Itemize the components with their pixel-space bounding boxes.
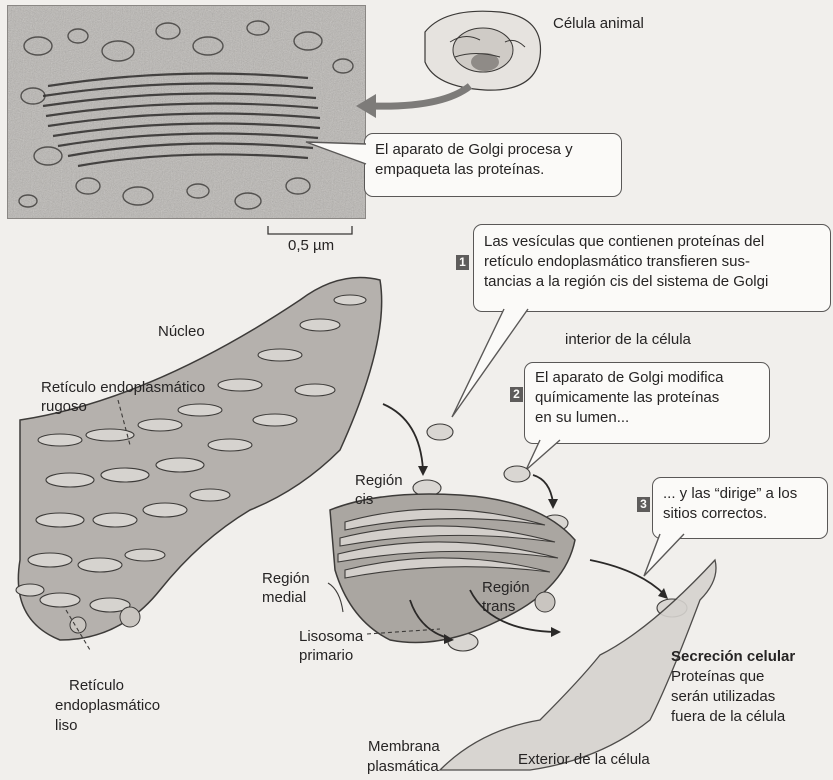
secretion-line1: Proteínas que [671, 667, 764, 686]
golgi-bubble-line1: El aparato de Golgi procesa y [375, 140, 611, 160]
animal-cell-label: Célula animal [553, 14, 644, 33]
secretion-line3: fuera de la célula [671, 707, 785, 726]
lysosome-label-line2: primario [299, 646, 353, 665]
cell-arrow [352, 78, 482, 128]
membrane-label-line1: Membrana [368, 737, 440, 756]
electron-micrograph [7, 5, 366, 219]
ser-label-line3: liso [55, 716, 78, 735]
lysosome-label-line1: Lisosoma [299, 627, 363, 646]
membrane-label-line2: plasmática [367, 757, 439, 776]
rer-label-line1: Retículo endoplasmático [41, 378, 205, 397]
trans-label-line1: Región [482, 578, 530, 597]
secretion-line2: serán utilizadas [671, 687, 775, 706]
cis-label-line1: Región [355, 471, 403, 490]
cis-label-line2: cis [355, 490, 373, 509]
ser-label-line1: Retículo [69, 676, 124, 695]
trans-label-line2: trans [482, 597, 515, 616]
nucleus-label: Núcleo [158, 322, 205, 341]
ser-label-line2: endoplasmático [55, 696, 160, 715]
medial-label-line1: Región [262, 569, 310, 588]
secretion-title: Secreción celular [671, 647, 795, 666]
golgi-bubble: El aparato de Golgi procesa y empaqueta … [364, 133, 622, 197]
medial-label-line2: medial [262, 588, 306, 607]
rer-label-line2: rugoso [41, 397, 87, 416]
step-1-line1: Las vesículas que contienen proteínas de… [484, 232, 820, 252]
scale-label: 0,5 µm [288, 236, 334, 255]
golgi-bubble-tail [300, 138, 370, 178]
exterior-label: Exterior de la célula [518, 750, 650, 769]
golgi-bubble-line2: empaqueta las proteínas. [375, 160, 611, 180]
micrograph-image [8, 6, 365, 218]
